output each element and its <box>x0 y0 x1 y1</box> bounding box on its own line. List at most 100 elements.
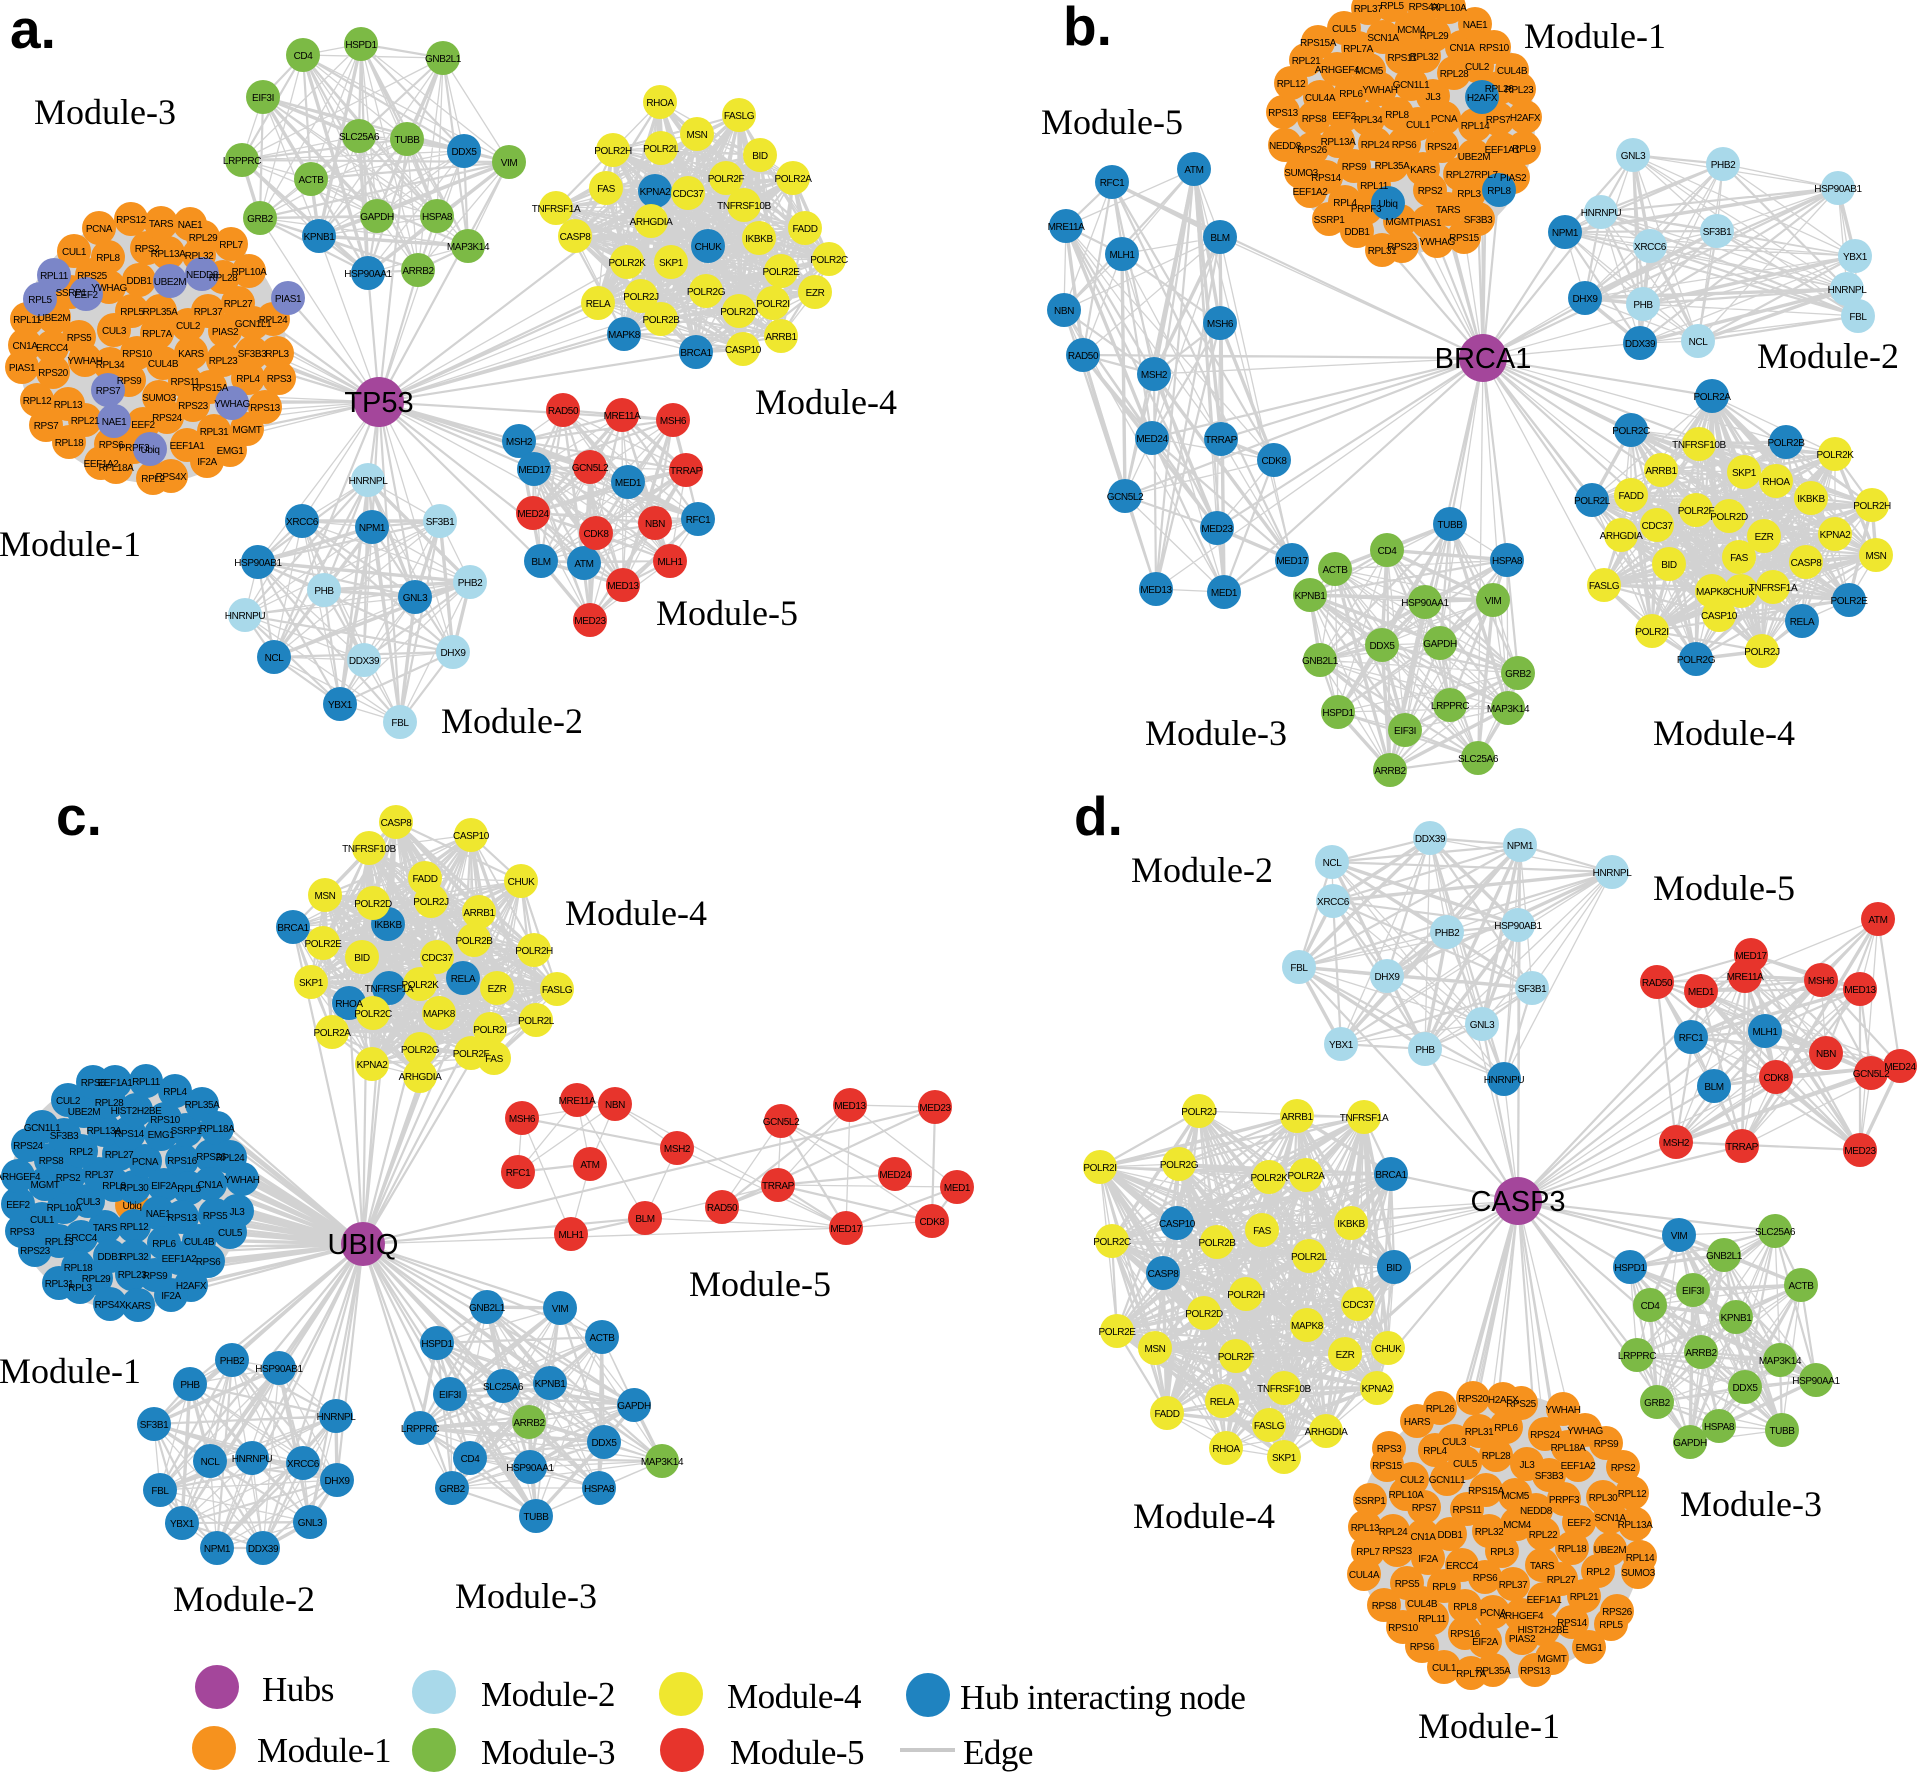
svg-text:RPL8: RPL8 <box>102 1181 126 1192</box>
svg-text:MSH6: MSH6 <box>1808 976 1835 987</box>
svg-text:RAD50: RAD50 <box>707 1203 738 1214</box>
svg-text:LRPPRC: LRPPRC <box>223 156 261 167</box>
svg-text:RPS12: RPS12 <box>116 215 147 226</box>
svg-text:PCNA: PCNA <box>1431 114 1458 125</box>
svg-text:POLR2K: POLR2K <box>1816 450 1854 461</box>
svg-text:GAPDH: GAPDH <box>1423 639 1457 650</box>
svg-text:POLR2B: POLR2B <box>642 315 680 326</box>
svg-text:RPS6: RPS6 <box>1473 1573 1498 1584</box>
svg-text:RPL18A: RPL18A <box>99 463 135 474</box>
svg-text:ERCC4: ERCC4 <box>65 1233 98 1244</box>
svg-text:BLM: BLM <box>1210 233 1229 244</box>
svg-text:RPL9: RPL9 <box>1512 144 1536 155</box>
svg-text:GCN1L1: GCN1L1 <box>1429 1475 1466 1486</box>
svg-text:RPS20: RPS20 <box>38 368 69 379</box>
svg-text:H2AFX: H2AFX <box>1467 93 1498 104</box>
svg-text:CUL4B: CUL4B <box>184 1237 215 1248</box>
svg-text:VIM: VIM <box>1485 596 1502 607</box>
svg-text:MED13: MED13 <box>834 1101 866 1112</box>
svg-text:Module-5: Module-5 <box>1653 868 1795 908</box>
svg-text:RPS15A: RPS15A <box>1300 38 1337 49</box>
svg-text:RPL3: RPL3 <box>265 349 289 360</box>
svg-text:NBN: NBN <box>645 519 665 530</box>
svg-text:BRCA1: BRCA1 <box>1375 1170 1407 1181</box>
svg-text:MRE11A: MRE11A <box>559 1096 597 1107</box>
svg-text:RHOA: RHOA <box>646 98 674 109</box>
svg-text:BLM: BLM <box>635 1214 654 1225</box>
svg-text:DDX5: DDX5 <box>1732 1383 1758 1394</box>
svg-text:DDX39: DDX39 <box>1415 834 1446 845</box>
svg-text:BID: BID <box>354 953 370 964</box>
svg-text:YBX1: YBX1 <box>328 700 353 711</box>
svg-text:DDB1: DDB1 <box>1437 1530 1463 1541</box>
svg-text:ARHGDIA: ARHGDIA <box>1600 531 1643 542</box>
svg-text:HNRNPU: HNRNPU <box>232 1454 273 1465</box>
svg-text:MED23: MED23 <box>919 1103 951 1114</box>
svg-text:Module-4: Module-4 <box>565 893 707 933</box>
svg-text:Module-1: Module-1 <box>1524 16 1666 56</box>
svg-text:PHB: PHB <box>180 1380 200 1391</box>
svg-text:ARHGDIA: ARHGDIA <box>399 1072 442 1083</box>
svg-text:CUL1: CUL1 <box>1432 1663 1457 1674</box>
svg-text:MSH2: MSH2 <box>1663 1138 1690 1149</box>
svg-text:RPL24: RPL24 <box>216 1153 245 1164</box>
svg-text:RPS24: RPS24 <box>1427 142 1458 153</box>
svg-text:RPL35A: RPL35A <box>185 1100 221 1111</box>
svg-text:RELA: RELA <box>1790 617 1815 628</box>
svg-text:NAE1: NAE1 <box>178 220 203 231</box>
svg-text:RHOA: RHOA <box>335 999 363 1010</box>
svg-text:MED23: MED23 <box>1201 524 1233 535</box>
svg-text:POLR2A: POLR2A <box>1693 392 1731 403</box>
svg-text:RPS23: RPS23 <box>1382 1546 1413 1557</box>
svg-text:CASP10: CASP10 <box>725 345 762 356</box>
svg-text:RPL22: RPL22 <box>1529 1530 1558 1541</box>
svg-text:NPM1: NPM1 <box>1507 841 1534 852</box>
svg-text:RPS7: RPS7 <box>1412 1503 1437 1514</box>
svg-text:PIAS1: PIAS1 <box>275 294 302 305</box>
svg-text:POLR2I: POLR2I <box>1635 627 1668 638</box>
svg-text:RPL13: RPL13 <box>45 1237 74 1248</box>
svg-text:BID: BID <box>1661 560 1677 571</box>
svg-text:GCN1L1: GCN1L1 <box>24 1123 61 1134</box>
svg-text:UBIQ: UBIQ <box>328 1229 399 1261</box>
svg-text:Module-2: Module-2 <box>173 1579 315 1619</box>
svg-text:POLR2E: POLR2E <box>762 267 800 278</box>
svg-text:SF3B1: SF3B1 <box>1518 984 1547 995</box>
svg-text:EIF3I: EIF3I <box>1394 726 1416 737</box>
svg-text:RHOA: RHOA <box>1762 477 1790 488</box>
svg-text:RPL24: RPL24 <box>1379 1527 1408 1538</box>
svg-text:H2AFX: H2AFX <box>176 1281 207 1292</box>
svg-text:RPS9: RPS9 <box>1594 1439 1619 1450</box>
svg-text:MED1: MED1 <box>1211 588 1238 599</box>
svg-text:CUL2: CUL2 <box>1465 62 1490 73</box>
svg-text:ARHGEF4: ARHGEF4 <box>1499 1611 1544 1622</box>
svg-text:RPL18: RPL18 <box>1558 1544 1587 1555</box>
svg-text:RPS5: RPS5 <box>67 333 92 344</box>
svg-text:HIST2H2BE: HIST2H2BE <box>1518 1625 1570 1636</box>
svg-text:EEF2: EEF2 <box>6 1200 30 1211</box>
svg-text:POLR2G: POLR2G <box>1160 1160 1199 1171</box>
svg-text:YWHAG: YWHAG <box>214 399 250 410</box>
svg-text:UBE2M: UBE2M <box>68 1107 101 1118</box>
svg-text:Module-3: Module-3 <box>1680 1484 1822 1524</box>
svg-text:HNRNPU: HNRNPU <box>1484 1075 1525 1086</box>
svg-text:RPL37: RPL37 <box>1499 1580 1528 1591</box>
svg-text:MCM5: MCM5 <box>1501 1491 1530 1502</box>
svg-text:MGMT: MGMT <box>1386 217 1415 228</box>
svg-text:MED13: MED13 <box>1140 585 1172 596</box>
svg-text:POLR2F: POLR2F <box>1678 506 1715 517</box>
svg-text:KPNA2: KPNA2 <box>640 187 672 198</box>
svg-text:SF3B1: SF3B1 <box>1703 227 1732 238</box>
svg-text:RPL14: RPL14 <box>1461 121 1490 132</box>
svg-text:RPS13: RPS13 <box>250 403 281 414</box>
svg-text:RPL10A: RPL10A <box>232 267 268 278</box>
svg-text:RPL3: RPL3 <box>1457 189 1481 200</box>
svg-text:RPL12: RPL12 <box>120 1222 149 1233</box>
svg-text:KPNA2: KPNA2 <box>1362 1384 1394 1395</box>
svg-text:ARHGDIA: ARHGDIA <box>630 217 673 228</box>
svg-text:HSP90AB1: HSP90AB1 <box>1814 184 1862 195</box>
svg-text:EIF3I: EIF3I <box>1682 1286 1704 1297</box>
svg-text:RPL31: RPL31 <box>200 427 229 438</box>
svg-text:Module-3: Module-3 <box>34 92 176 132</box>
svg-text:GRB2: GRB2 <box>247 214 273 225</box>
